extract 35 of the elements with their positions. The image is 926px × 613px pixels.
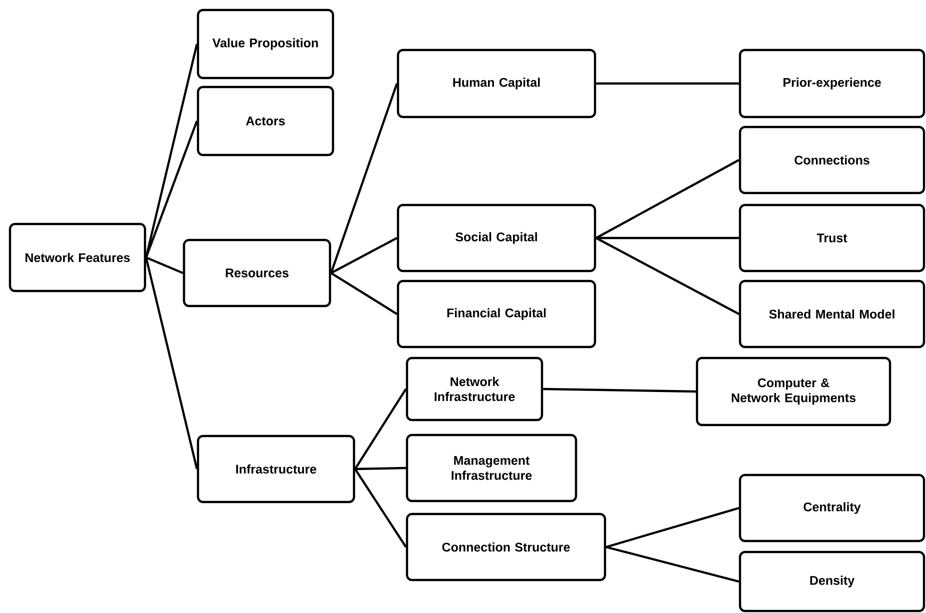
box: Computer & Network Equipments [696, 356, 892, 426]
connector-line [330, 83, 398, 274]
box: Financial Capital [396, 280, 596, 348]
connector-line [354, 468, 407, 548]
connector-line [330, 237, 398, 274]
box: Density [738, 550, 926, 612]
box: Network Features [8, 222, 146, 292]
connector-line [145, 257, 198, 470]
connector-line [330, 272, 398, 315]
connector-line [145, 120, 198, 258]
box: Social Capital [396, 204, 596, 272]
connector-line [596, 159, 740, 239]
connector-line [596, 236, 739, 240]
connector-line [596, 82, 739, 85]
box: Network Infrastructure [406, 356, 544, 422]
connector-line [354, 388, 407, 470]
box: Centrality [738, 474, 926, 542]
box: Management Infrastructure [406, 434, 578, 502]
box: Resources [182, 238, 332, 308]
connector-line [355, 466, 406, 470]
box: Prior-experience [738, 48, 926, 118]
connector-line [146, 256, 184, 274]
box: Connections [738, 126, 926, 194]
connector-line [543, 388, 696, 393]
connector-line [145, 44, 198, 258]
box: Value Proposition [196, 8, 334, 80]
box: Connection Structure [406, 512, 606, 582]
box: Infrastructure [196, 434, 356, 504]
box: Trust [738, 204, 926, 272]
connector-line [606, 506, 740, 548]
connector-line [606, 546, 740, 583]
connector-line [596, 237, 740, 315]
box: Shared Mental Model [738, 280, 926, 348]
box: Actors [196, 86, 334, 156]
box: Human Capital [396, 48, 596, 118]
